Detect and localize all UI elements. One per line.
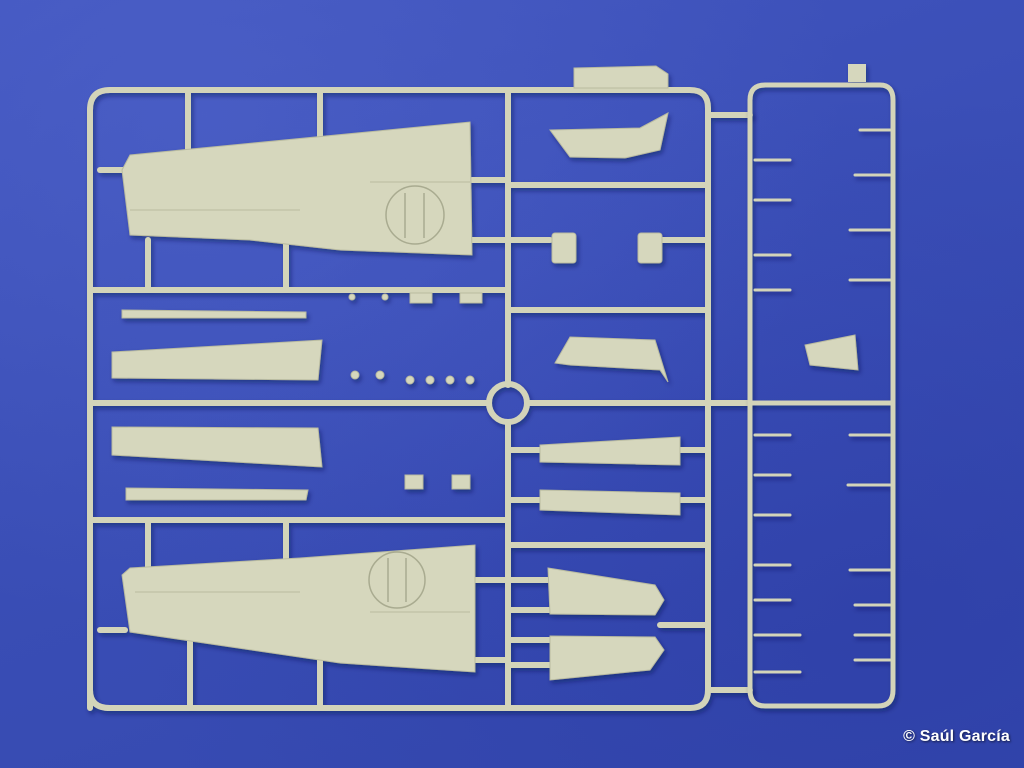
flap-part bbox=[111, 339, 323, 381]
aileron-part bbox=[549, 635, 665, 681]
main-frame bbox=[87, 87, 753, 711]
strip-part bbox=[121, 309, 307, 319]
upper-wing-part bbox=[121, 121, 473, 256]
flap-part bbox=[111, 426, 323, 468]
cockpit-tub-part bbox=[804, 334, 859, 371]
copyright-watermark: © Saúl García bbox=[903, 728, 1010, 745]
panel-part bbox=[539, 489, 681, 516]
panel-part bbox=[539, 436, 681, 466]
seat-part bbox=[551, 232, 577, 264]
small-parts bbox=[348, 292, 483, 490]
cowl-part bbox=[573, 65, 669, 89]
lower-wing-part bbox=[121, 544, 476, 673]
strip-part bbox=[125, 487, 309, 501]
seat-part bbox=[637, 232, 663, 264]
aileron-part bbox=[547, 567, 665, 616]
fairing-part bbox=[554, 336, 669, 383]
fairing-part bbox=[549, 112, 669, 159]
side-frame bbox=[747, 82, 896, 709]
